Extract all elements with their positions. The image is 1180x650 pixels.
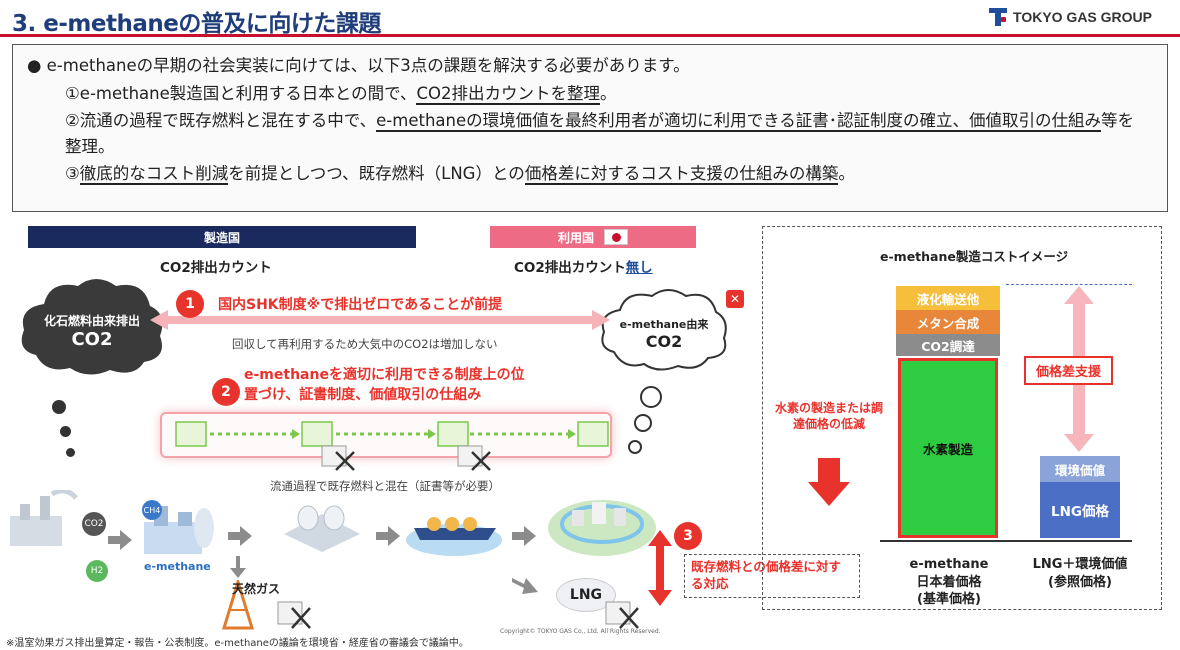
bubble-dot bbox=[66, 448, 75, 457]
item2-emphasis: e-methaneの環境価値を最終利用者が適切に利用できる証書･認証制度の確立、… bbox=[376, 111, 1102, 133]
bullet-icon: ● bbox=[27, 56, 42, 75]
rejected-certificate-icon-4 bbox=[605, 601, 639, 629]
issue-3-text: 既存燃料との価格差に対する対応 bbox=[684, 554, 860, 598]
price-gap-arrow bbox=[648, 530, 672, 606]
item3-emphasis-2: 価格差に対するコスト支援の仕組みの構築 bbox=[524, 164, 839, 186]
rejected-certificate-icon bbox=[321, 445, 355, 471]
env-value-seg: 環境価値 bbox=[1040, 456, 1120, 482]
bubble-dot bbox=[60, 426, 71, 437]
methanation-plant-icon bbox=[144, 506, 214, 554]
lng-price-seg: LNG価格 bbox=[1040, 482, 1120, 538]
support-label: 価格差支援 bbox=[1024, 356, 1114, 385]
seg-h2: 水素製造 bbox=[898, 358, 998, 538]
bubble-dot bbox=[634, 414, 652, 432]
issue-2-badge: 2 bbox=[212, 378, 240, 406]
certificate-chain bbox=[175, 421, 609, 447]
issue-3-badge: 3 bbox=[674, 522, 702, 550]
city-icon bbox=[548, 500, 656, 556]
gas-field-icon bbox=[221, 580, 255, 630]
user-country-bar: 利用国 bbox=[490, 226, 696, 248]
summary-item-1: ①e-methane製造国と利用する日本との間で、CO2排出カウントを整理。 bbox=[65, 83, 617, 105]
note-1-text: 回収して再利用するため大気中のCO2は増加しない bbox=[232, 337, 498, 351]
fossil-co2-text: 化石燃料由来排出 CO2 bbox=[43, 314, 140, 350]
cap-emethane: e-methane 日本着価格 (基準価格) bbox=[909, 557, 989, 608]
close-icon: ✕ bbox=[726, 290, 744, 308]
ch4-tag: CH4 bbox=[142, 500, 162, 520]
rejected-certificate-icon-3 bbox=[277, 601, 311, 629]
arrow-icon bbox=[108, 530, 132, 550]
cost-panel bbox=[762, 226, 1162, 610]
lng-tanker-icon bbox=[406, 517, 502, 556]
cap-lng: LNG＋環境価値 (参照価格) bbox=[1032, 557, 1128, 590]
tokyo-gas-logo-icon bbox=[989, 8, 1008, 26]
fossil-co2-cloud bbox=[21, 279, 163, 375]
issue-1-badge: 1 bbox=[176, 290, 204, 318]
arrow-icon bbox=[512, 578, 538, 594]
count-left-label: CO2排出カウント bbox=[160, 260, 272, 276]
natural-gas-label: 天然ガス bbox=[232, 582, 281, 596]
title-divider bbox=[0, 34, 1180, 37]
logo-text: TOKYO GAS GROUP bbox=[1013, 9, 1152, 25]
arrow-icon bbox=[512, 526, 536, 546]
top-reference-line bbox=[1006, 284, 1132, 285]
bubble-dot bbox=[628, 440, 642, 454]
company-logo: TOKYO GAS GROUP bbox=[989, 8, 1152, 26]
mix-note: 流通過程で既存燃料と混在（証書等が必要） bbox=[270, 479, 500, 493]
count-right-label: CO2排出カウント無し bbox=[514, 260, 653, 276]
summary-lead-text: e-methaneの早期の社会実装に向けては、以下3点の課題を解決する必要があり… bbox=[46, 56, 690, 75]
japan-flag-icon bbox=[604, 229, 628, 245]
page-title: 3. e-methaneの普及に向けた課題 bbox=[12, 11, 381, 37]
seg-co2: CO2調達 bbox=[896, 334, 1000, 356]
summary-item-3: ③徹底的なコスト削減を前提としつつ、既存燃料（LNG）との価格差に対するコスト支… bbox=[65, 164, 855, 186]
reduce-arrow bbox=[808, 458, 850, 506]
emethane-logo: e-methane bbox=[144, 560, 211, 573]
summary-item-2: ②流通の過程で既存燃料と混在する中で、e-methaneの環境価値を最終利用者が… bbox=[65, 111, 1135, 156]
arrow-down-icon bbox=[230, 556, 246, 578]
liquefaction-plant-icon bbox=[284, 505, 360, 552]
bubble-dot bbox=[640, 386, 662, 408]
bubble-dot bbox=[52, 400, 66, 414]
item3-emphasis-1: 徹底的なコスト削減 bbox=[79, 164, 229, 186]
issue-2-text: e-methaneを適切に利用できる制度上の位 置づけ、証書制度、価値取引の仕組… bbox=[244, 367, 525, 403]
cost-title: e-methane製造コストイメージ bbox=[880, 249, 1069, 264]
summary-box: ● e-methaneの早期の社会実装に向けては、以下3点の課題を解決する必要が… bbox=[12, 44, 1168, 212]
baseline bbox=[880, 540, 1132, 542]
rejected-certificate-icon-2 bbox=[457, 445, 491, 471]
double-arrow-1 bbox=[150, 310, 610, 330]
arrow-icon bbox=[376, 526, 400, 546]
seg-transport: 液化輸送他 bbox=[896, 286, 1000, 310]
emethane-co2-cloud bbox=[601, 289, 727, 371]
producer-country-bar: 製造国 bbox=[28, 226, 416, 248]
reduce-note: 水素の製造または調達価格の低減 bbox=[774, 401, 883, 432]
co2-tag: CO2 bbox=[82, 512, 106, 536]
copyright: Copyright© TOKYO GAS Co., Ltd. All Right… bbox=[500, 628, 661, 635]
footnote: ※温室効果ガス排出量算定・報告・公表制度。e-methaneの議論を環境省・経産… bbox=[6, 638, 469, 649]
h2-tag: H2 bbox=[86, 560, 108, 582]
factory-icon bbox=[10, 490, 78, 546]
issue-1-text: 国内SHK制度※で排出ゼロであることが前提 bbox=[218, 297, 503, 313]
emethane-co2-text: e-methane由来 CO2 bbox=[619, 318, 709, 351]
item1-emphasis: CO2排出カウントを整理 bbox=[416, 83, 600, 105]
arrow-icon bbox=[228, 526, 252, 546]
summary-lead: ● e-methaneの早期の社会実装に向けては、以下3点の課題を解決する必要が… bbox=[27, 53, 1153, 79]
seg-synthesis: メタン合成 bbox=[896, 310, 1000, 334]
